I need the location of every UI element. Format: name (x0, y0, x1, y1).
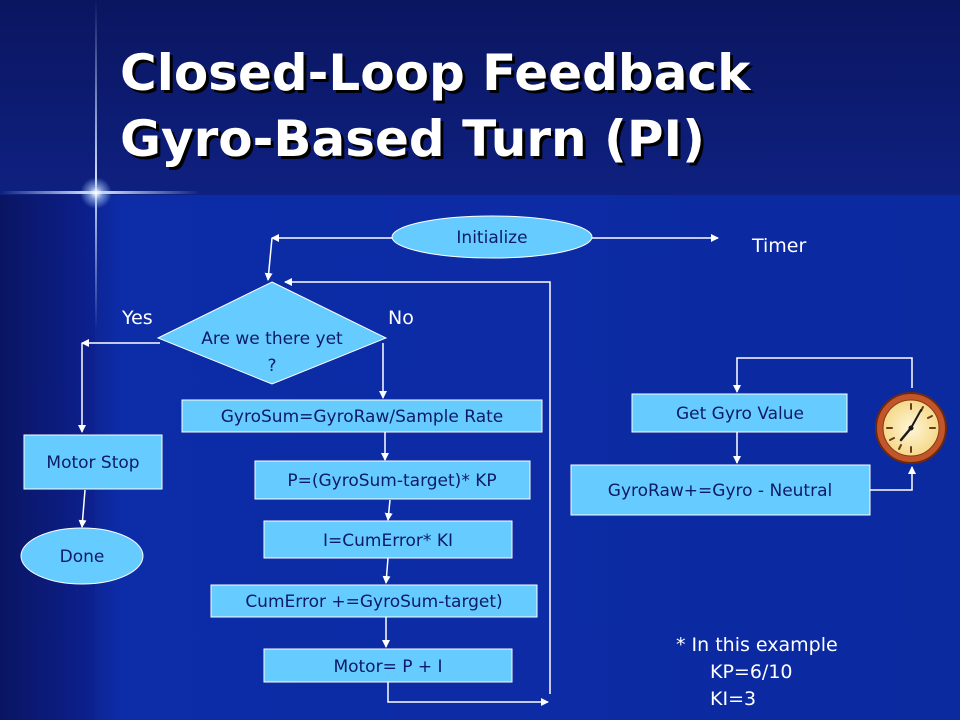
note-line-3: KI=3 (710, 688, 757, 710)
i-calc-node: I=CumError* KI (263, 520, 513, 559)
cumerror-node: CumError +=GyroSum-target) (210, 584, 538, 618)
note-line-1: * In this example (676, 634, 838, 656)
yes-label: Yes (121, 307, 153, 329)
initialize-node: Initialize (391, 215, 593, 259)
decision-label-line2: ? (267, 356, 276, 376)
gyroraw-node: GyroRaw+=Gyro - Neutral (570, 464, 871, 516)
no-label: No (388, 307, 414, 329)
title-band (0, 0, 960, 195)
decision-label-line1: Are we there yet (201, 329, 343, 349)
timer-label: Timer (751, 235, 806, 257)
star-flare-icon (80, 177, 112, 209)
p-calc-label: P=(GyroSum-target)* KP (287, 471, 496, 491)
arrow-to-cumerror (382, 557, 391, 584)
example-note: * In this example KP=6/10 KI=3 (676, 632, 838, 713)
get-gyro-node: Get Gyro Value (631, 393, 848, 433)
motor-node: Motor= P + I (263, 648, 513, 683)
p-calc-node: P=(GyroSum-target)* KP (254, 460, 531, 500)
i-calc-label: I=CumError* KI (323, 531, 453, 551)
arrow-to-done (78, 489, 87, 528)
cumerror-label: CumError +=GyroSum-target) (245, 592, 502, 612)
motor-label: Motor= P + I (333, 657, 442, 677)
gyrosum-node: GyroSum=GyroRaw/Sample Rate (181, 399, 543, 433)
slide-title: Closed-Loop Feedback Gyro-Based Turn (PI… (120, 40, 920, 172)
arrow-to-i (384, 499, 393, 521)
loop-back-line (284, 278, 551, 694)
arrow-clock-to-get-gyro (733, 357, 913, 393)
title-line-2: Gyro-Based Turn (PI) (120, 110, 705, 168)
star-flare-vertical (95, 0, 97, 330)
gyroraw-label: GyroRaw+=Gyro - Neutral (608, 481, 832, 501)
get-gyro-label: Get Gyro Value (676, 404, 804, 424)
done-label: Done (60, 547, 105, 567)
arrow-motor-loop (387, 682, 549, 706)
decision-node: Are we there yet ? (156, 281, 388, 385)
clock-icon (875, 392, 947, 464)
note-line-2: KP=6/10 (710, 661, 793, 683)
done-node: Done (20, 527, 144, 585)
title-line-1: Closed-Loop Feedback (120, 44, 751, 102)
motor-stop-label: Motor Stop (46, 453, 139, 473)
gyrosum-label: GyroSum=GyroRaw/Sample Rate (221, 407, 503, 427)
connectors (78, 234, 916, 706)
motor-stop-node: Motor Stop (23, 434, 163, 490)
initialize-label: Initialize (456, 228, 527, 248)
arrow-to-clock (870, 466, 916, 491)
arrow-to-decision (264, 237, 273, 281)
